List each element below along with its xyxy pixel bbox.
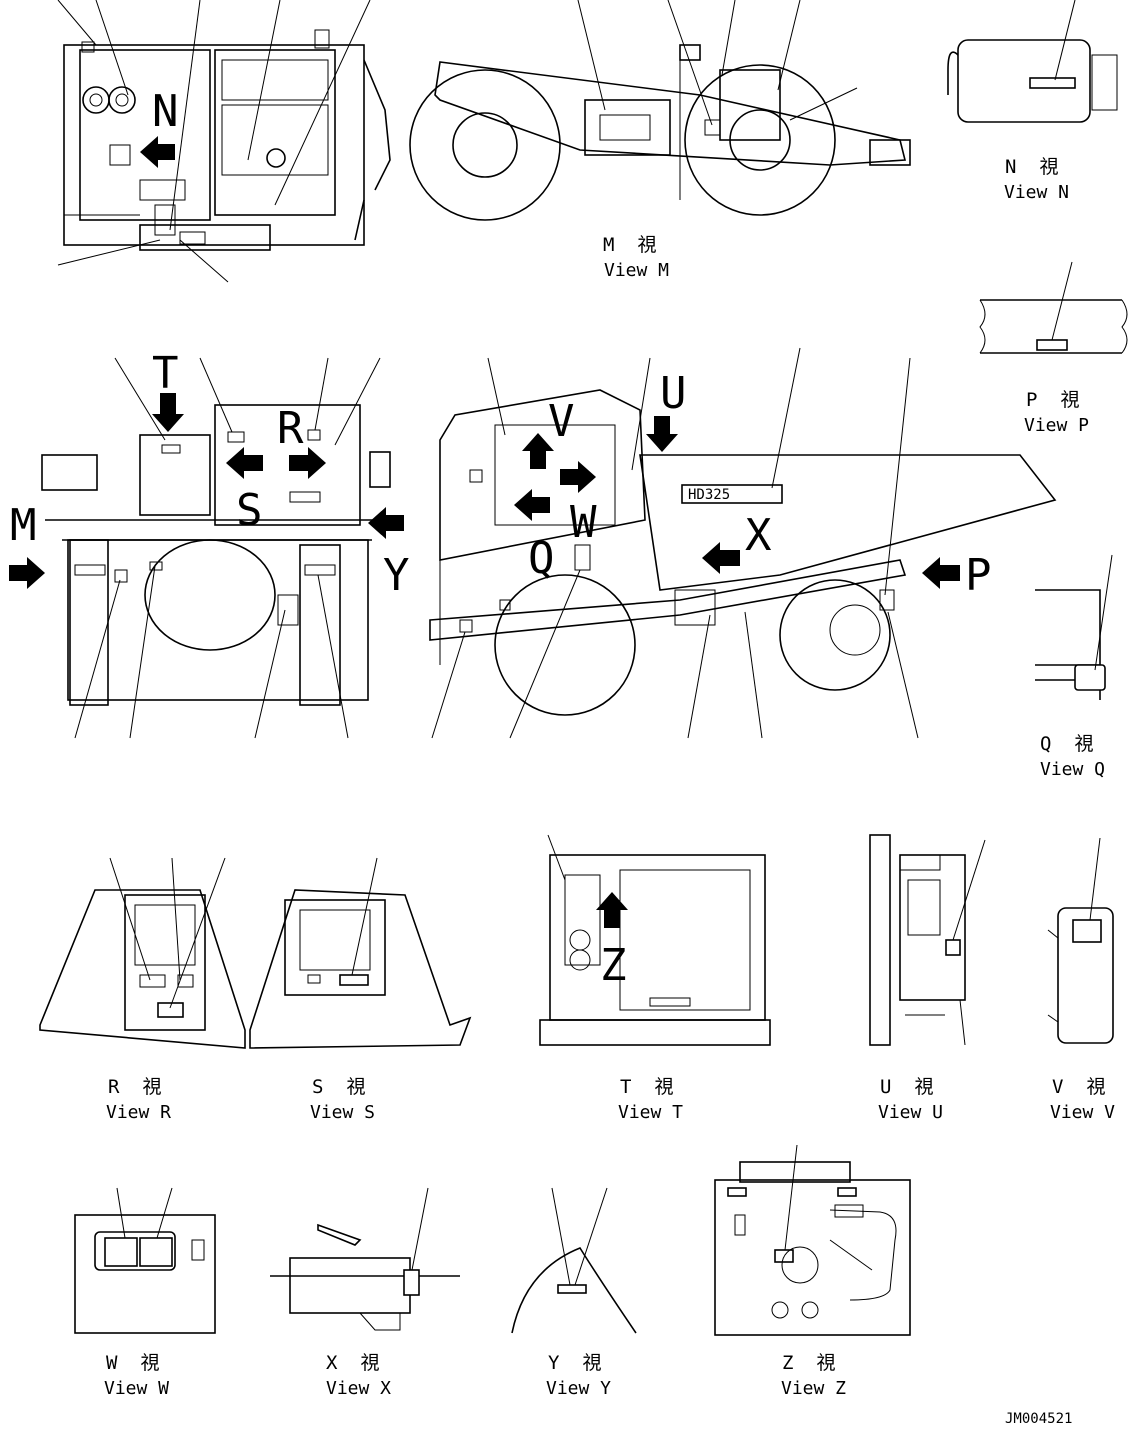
view-letter-t: T (152, 348, 179, 399)
view-v-drawing: V 視 View V (1047, 837, 1115, 1123)
view-arrow-s (226, 447, 263, 479)
view-letter-p: P (965, 550, 992, 601)
view-arrow-x (702, 542, 740, 574)
view-letter-u: U (660, 368, 687, 419)
view-arrow-r (289, 447, 326, 479)
view-letter-v: V (548, 396, 575, 447)
view-arrow-z (596, 892, 628, 928)
view-p-caption-jp: P 視 (1026, 389, 1081, 411)
view-letter-w: W (570, 497, 597, 548)
view-letter-y: Y (383, 550, 410, 601)
view-z-caption-jp: Z 視 (782, 1352, 837, 1374)
view-p-drawing: P 視 View P (979, 261, 1128, 436)
view-x-caption-jp: X 視 (326, 1352, 381, 1374)
view-p-caption-en: View P (1024, 415, 1089, 436)
view-arrow-m (9, 557, 45, 589)
view-v-caption-jp: V 視 (1052, 1076, 1107, 1098)
view-arrow-n (140, 136, 175, 168)
view-arrow-w2 (514, 489, 550, 521)
view-arrow-t (152, 393, 184, 432)
view-arrow-y (368, 507, 404, 539)
view-n-caption-en: View N (1004, 182, 1069, 203)
view-u-drawing: U 視 View U (869, 834, 986, 1123)
view-m-drawing: M 視 View M (409, 0, 911, 281)
view-x-caption-en: View X (326, 1378, 391, 1399)
view-s-caption-jp: S 視 (312, 1076, 367, 1098)
view-arrow-v (522, 433, 554, 469)
view-w-caption-jp: W 視 (106, 1352, 161, 1374)
view-u-caption-en: View U (878, 1102, 943, 1123)
model-badge: HD325 (688, 487, 730, 503)
front-top-view: N (57, 0, 391, 283)
view-z-caption-en: View Z (781, 1378, 846, 1399)
view-q-caption-jp: Q 視 (1040, 733, 1095, 755)
view-w-caption-en: View W (104, 1378, 169, 1399)
view-y-caption-jp: Y 視 (548, 1352, 603, 1374)
view-letter-z: Z (600, 940, 627, 991)
rear-view: T S R M Y (9, 348, 410, 739)
view-m-caption-en: View M (604, 260, 669, 281)
view-n-drawing: N 視 View N (947, 0, 1118, 203)
view-letter-r: R (277, 403, 304, 454)
view-letter-q: Q (528, 533, 555, 584)
view-m-caption-jp: M 視 (603, 234, 658, 256)
view-z-drawing: Z 視 View Z (714, 1144, 911, 1399)
view-x-drawing: X 視 View X (270, 1187, 460, 1399)
drawing-number: JM004521 (1005, 1411, 1072, 1427)
view-s-caption-en: View S (310, 1102, 375, 1123)
view-y-drawing: Y 視 View Y (511, 1187, 637, 1399)
view-n-caption-jp: N 視 (1005, 156, 1060, 178)
side-view: HD325 V U W Q X P (429, 347, 1057, 739)
view-t-caption-jp: T 視 (620, 1076, 675, 1098)
view-t-drawing: Z T 視 View T (539, 834, 771, 1123)
view-letter-m: M (10, 500, 37, 551)
view-arrow-u (646, 416, 678, 452)
view-q-drawing: Q 視 View Q (1035, 554, 1113, 780)
view-q-caption-en: View Q (1040, 759, 1105, 780)
view-arrow-p (922, 557, 960, 589)
view-letter-x: X (745, 510, 772, 561)
view-r-caption-jp: R 視 (108, 1076, 163, 1098)
view-t-caption-en: View T (618, 1102, 683, 1123)
view-s-drawing: S 視 View S (249, 857, 472, 1123)
view-w-drawing: W 視 View W (74, 1187, 216, 1399)
view-letter-n: N (152, 86, 179, 137)
view-r-caption-en: View R (106, 1102, 171, 1123)
view-v-caption-en: View V (1050, 1102, 1115, 1123)
view-letter-s: S (236, 485, 263, 536)
view-u-caption-jp: U 視 (880, 1076, 935, 1098)
view-arrow-w1 (560, 461, 596, 493)
view-y-caption-en: View Y (546, 1378, 611, 1399)
view-r-drawing: R 視 View R (39, 857, 246, 1123)
